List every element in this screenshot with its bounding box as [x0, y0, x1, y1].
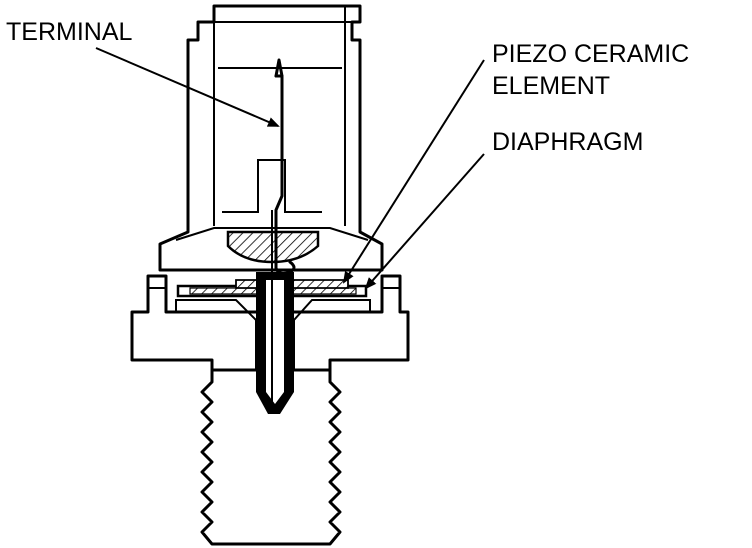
diaphragm-label: DIAPHRAGM [492, 128, 643, 156]
center-post [256, 272, 294, 414]
piezo-label-line1: PIEZO CERAMIC [492, 40, 689, 68]
threaded-shank [200, 368, 342, 546]
terminal-leader [95, 47, 280, 127]
diaphragm-leader [364, 153, 485, 290]
terminal-wire [271, 58, 296, 404]
piezo-label-line2: ELEMENT [492, 72, 610, 100]
terminal-label: TERMINAL [6, 18, 133, 46]
piezo-leader [342, 59, 485, 284]
